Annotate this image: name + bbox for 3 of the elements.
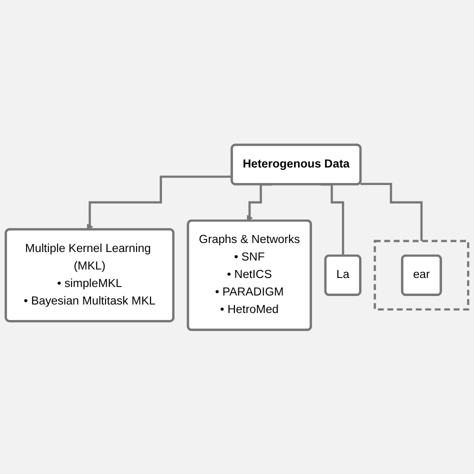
arrow xyxy=(86,175,232,230)
cluster xyxy=(374,240,470,310)
connector xyxy=(360,182,423,242)
